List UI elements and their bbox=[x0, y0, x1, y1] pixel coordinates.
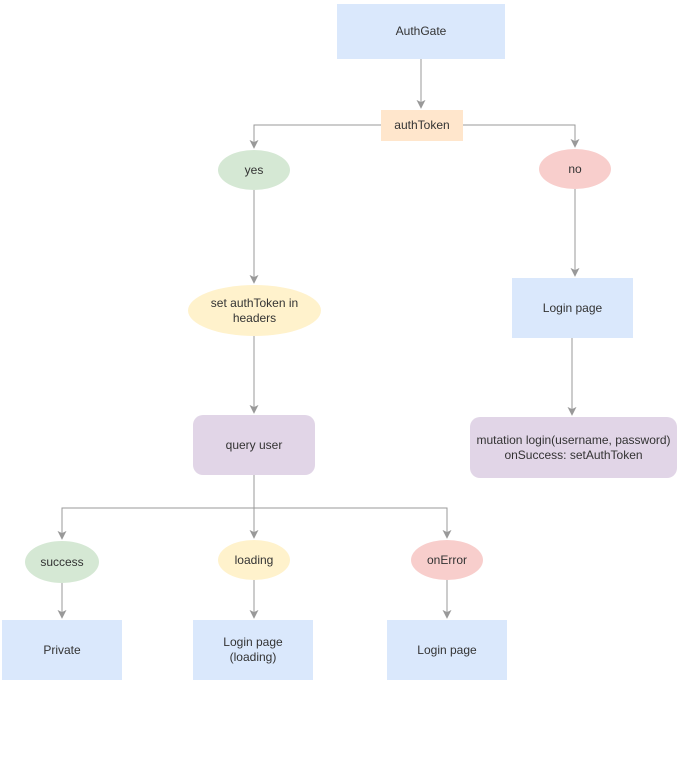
node-authgate[interactable]: AuthGate bbox=[337, 4, 505, 59]
node-private-label: Private bbox=[43, 642, 81, 657]
edge-authtoken-no bbox=[463, 124, 580, 148]
node-authtoken[interactable]: authToken bbox=[381, 110, 463, 141]
node-yes-label: yes bbox=[244, 162, 264, 177]
node-query-user-label: query user bbox=[225, 437, 283, 452]
node-onerror[interactable]: onError bbox=[411, 540, 483, 580]
node-login-page-error[interactable]: Login page bbox=[387, 620, 507, 680]
node-login-page[interactable]: Login page bbox=[512, 278, 633, 338]
node-no-label: no bbox=[568, 161, 582, 176]
node-set-authtoken-headers[interactable]: set authToken in headers bbox=[188, 285, 321, 336]
node-mutation-login[interactable]: mutation login(username, password) onSuc… bbox=[470, 417, 677, 478]
node-query-user[interactable]: query user bbox=[193, 415, 315, 475]
node-loading-label: loading bbox=[234, 552, 274, 567]
node-login-page-loading[interactable]: Login page (loading) bbox=[193, 620, 313, 680]
edge-queryuser-onerror bbox=[254, 507, 452, 539]
edge-authtoken-yes bbox=[249, 124, 381, 149]
node-authgate-label: AuthGate bbox=[395, 24, 447, 38]
node-login-page-label: Login page bbox=[542, 300, 603, 315]
node-onerror-label: onError bbox=[426, 552, 467, 567]
node-login-page-error-label: Login page bbox=[417, 642, 477, 657]
node-success[interactable]: success bbox=[25, 541, 99, 583]
node-login-page-loading-label: Login page (loading) bbox=[223, 635, 283, 664]
edge-queryuser-success bbox=[57, 507, 254, 540]
node-private[interactable]: Private bbox=[2, 620, 122, 680]
node-yes[interactable]: yes bbox=[218, 150, 290, 190]
node-loading[interactable]: loading bbox=[218, 540, 290, 580]
node-set-authtoken-headers-label: set authToken in headers bbox=[210, 295, 299, 325]
node-mutation-login-label: mutation login(username, password) onSuc… bbox=[476, 432, 671, 462]
node-success-label: success bbox=[40, 554, 84, 569]
node-authtoken-label: authToken bbox=[394, 118, 450, 132]
node-no[interactable]: no bbox=[539, 149, 611, 189]
